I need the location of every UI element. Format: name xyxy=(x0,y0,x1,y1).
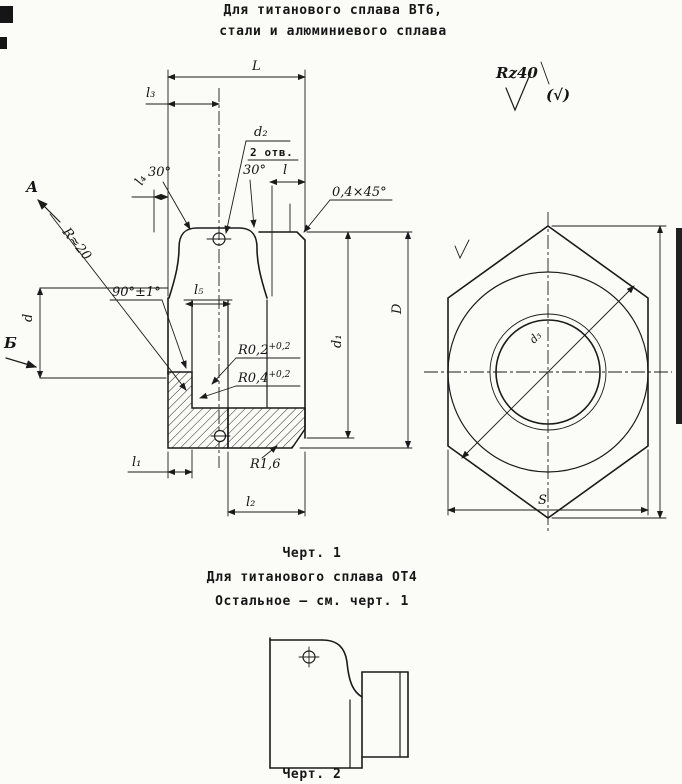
rest-finish-label: (√) xyxy=(546,86,570,104)
holes-note: 2 отв. xyxy=(250,146,293,159)
dim-label-30-left: 30° xyxy=(148,165,171,180)
scan-artifacts xyxy=(0,6,682,424)
header-line1: Для титанового сплава ВТ6, xyxy=(223,3,442,18)
dim-label-l3: l₃ xyxy=(146,86,155,101)
dim-label-d2: d₂ xyxy=(254,125,268,140)
dim-label-l: l xyxy=(283,163,287,178)
dim-label-r04: R0,4+0,2 xyxy=(237,370,291,386)
dome-outline xyxy=(168,227,268,299)
surface-finish: Rz40 (√) xyxy=(495,61,570,112)
dim-label-r16: R1,6 xyxy=(249,457,280,472)
rest-note: Остальное – см. черт. 1 xyxy=(215,594,409,609)
dim-label-30-right: 30° xyxy=(243,163,266,178)
dim-label-r02: R0,2+0,2 xyxy=(237,342,291,358)
hexagon-outline xyxy=(447,225,649,519)
right-edge xyxy=(258,231,306,439)
dim-label-D: D xyxy=(390,303,405,315)
material-note-2: Для титанового сплава ОТ4 xyxy=(207,570,418,585)
fig2-view xyxy=(269,637,409,769)
dim-label-l1: l₁ xyxy=(132,455,141,470)
chamfer-finish-icon xyxy=(454,239,470,260)
section-view xyxy=(167,69,306,468)
view-a-label: А xyxy=(25,178,38,196)
finish-check-icon xyxy=(505,71,532,112)
dim-label-d3: d₃ xyxy=(527,329,544,346)
dim-label-d: d xyxy=(21,314,36,322)
dim-label-L: L xyxy=(251,59,261,74)
fig2-dome xyxy=(321,639,363,698)
fig2-caption: Черт. 2 xyxy=(283,767,342,782)
dim-label-d1: d₁ xyxy=(330,334,345,348)
dim-label-90: 90°±1° xyxy=(112,285,161,300)
rz40-label: Rz40 xyxy=(495,64,538,82)
dim-label-l2: l₂ xyxy=(246,495,255,510)
view-b-label: Б xyxy=(3,334,17,352)
fig1-caption: Черт. 1 xyxy=(283,546,342,561)
section-hatch-base xyxy=(227,407,306,449)
dim-label-r20: R≈20 xyxy=(58,224,94,263)
header-line2: стали и алюминиевого сплава xyxy=(219,24,447,39)
dim-label-chamfer: 0,4×45° xyxy=(332,185,387,200)
dim-label-l5: l₅ xyxy=(194,283,204,298)
chamfer-circle xyxy=(447,271,649,473)
dim-label-s: S xyxy=(538,493,547,508)
face-view: d₃ S xyxy=(424,212,672,534)
